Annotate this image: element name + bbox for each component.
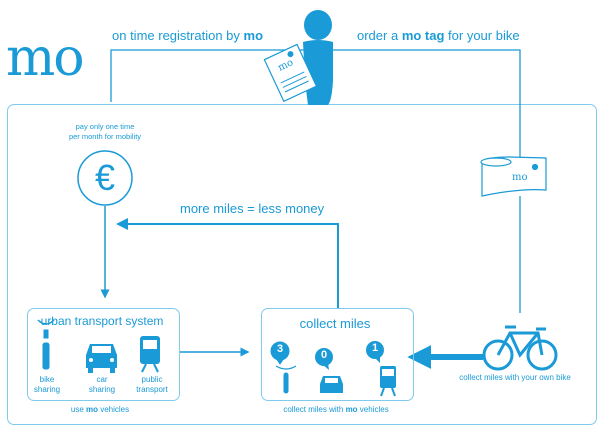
registration-label-text: on time registration by <box>112 28 244 43</box>
own-bike-icon <box>482 325 558 371</box>
count-bike: 3 <box>276 343 284 355</box>
label: sharing <box>33 385 61 394</box>
mo-tag-icon <box>480 156 547 197</box>
count-car: 0 <box>320 349 328 361</box>
payment-line1: pay only one time <box>75 122 135 131</box>
collect-car-icon <box>315 348 343 393</box>
registration-label: on time registration by mo <box>112 28 263 43</box>
order-tag-label: order a mo tag for your bike <box>357 28 520 43</box>
label: car <box>96 375 108 384</box>
label: sharing <box>88 385 116 394</box>
registration-paper-icon <box>263 43 318 103</box>
urban-transport-box <box>27 308 180 401</box>
order-label-post: for your bike <box>444 28 520 43</box>
t: mo <box>86 405 98 414</box>
label: bike <box>39 375 55 384</box>
bike-sharing-icon <box>37 319 55 370</box>
collect-miles-box <box>261 308 414 401</box>
euro-circle <box>77 150 133 206</box>
urban-caption: use mo vehicles <box>71 405 129 414</box>
tag-logo: mo <box>512 172 528 183</box>
t: collect miles with <box>283 405 346 414</box>
mo-logo: mo <box>6 28 85 88</box>
car-sharing-icon <box>86 344 117 373</box>
collect-transport-icon <box>366 341 396 397</box>
own-bike-label: collect miles with your own bike <box>459 373 571 382</box>
collect-caption: collect miles with mo vehicles <box>283 405 388 414</box>
public-transport-icon <box>140 336 160 373</box>
main-frame <box>7 104 597 425</box>
label: transport <box>136 385 168 394</box>
t: use <box>70 405 86 414</box>
t: vehicles <box>98 405 130 414</box>
t: vehicles <box>357 405 389 414</box>
euro-symbol: € <box>94 157 116 198</box>
order-label-brand: mo tag <box>401 28 445 43</box>
collect-bike-icon <box>270 341 297 394</box>
collect-title: collect miles <box>299 316 371 331</box>
order-label-pre: order a <box>357 28 402 43</box>
label: public <box>141 375 163 384</box>
registration-label-brand: mo <box>243 28 264 43</box>
loop-arrow <box>116 218 339 308</box>
urban-title: urban transport system <box>40 314 164 328</box>
t: mo <box>345 405 358 414</box>
count-transport: 1 <box>371 342 379 354</box>
payment-line2: per month for mobility <box>68 132 142 141</box>
bike-to-collect-arrow <box>407 345 483 369</box>
loop-label: more miles = less money <box>180 201 325 216</box>
